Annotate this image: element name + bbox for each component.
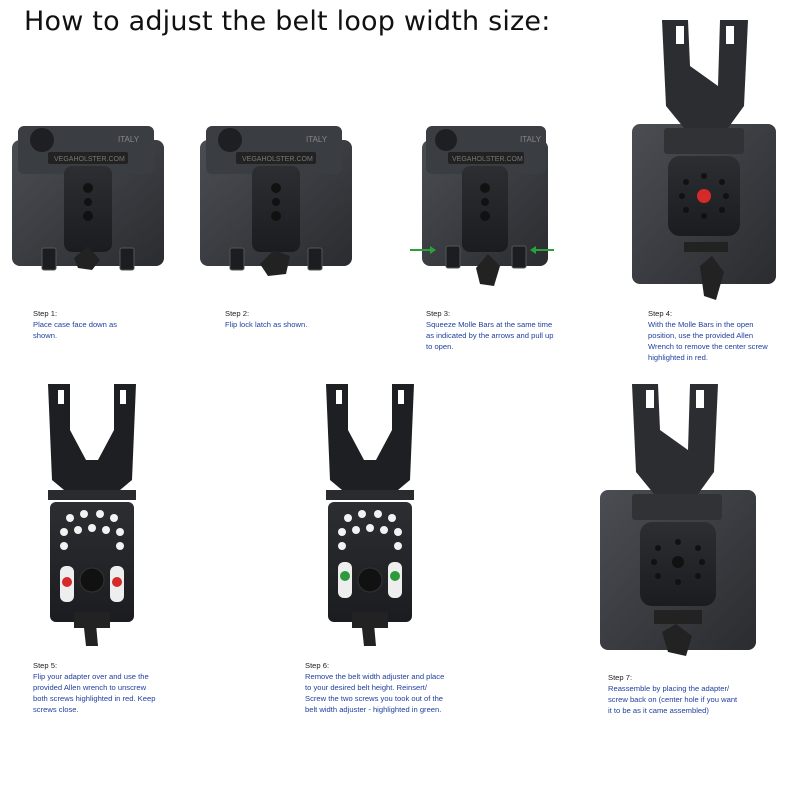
photo-step-1: ITALY VEGAHOLSTER.COM — [12, 126, 164, 271]
step-label: Step 4: — [648, 309, 673, 318]
step-2: Step 2: Flip lock latch as shown. — [225, 308, 345, 330]
step-description: Place case face down as shown. — [33, 320, 118, 340]
photo-step-3: ITALY VEGAHOLSTER.COM — [410, 126, 554, 286]
highlight-center-screw — [697, 189, 711, 203]
arrow-right-icon — [410, 246, 436, 254]
step-description: Squeeze Molle Bars at the same time as i… — [426, 320, 554, 351]
origin-stamp: ITALY — [306, 135, 328, 144]
highlight-right-screw-green — [390, 571, 400, 581]
step-description: Flip lock latch as shown. — [225, 320, 308, 329]
step-description: With the Molle Bars in the open position… — [648, 320, 768, 362]
brand-stamp: VEGAHOLSTER.COM — [54, 156, 125, 163]
photo-step-7 — [600, 384, 756, 656]
page-title: How to adjust the belt loop width size: — [24, 6, 551, 37]
step-label: Step 6: — [305, 661, 330, 670]
highlight-right-screw — [112, 577, 122, 587]
step-description: Flip your adapter over and use the provi… — [33, 672, 156, 714]
step-7: Step 7: Reassemble by placing the adapte… — [608, 672, 740, 716]
step-label: Step 1: — [33, 309, 58, 318]
step-label: Step 2: — [225, 309, 250, 318]
step-label: Step 7: — [608, 673, 633, 682]
step-description: Reassemble by placing the adapter/ screw… — [608, 684, 738, 715]
photo-step-2: ITALY VEGAHOLSTER.COM — [200, 126, 352, 276]
brand-stamp: VEGAHOLSTER.COM — [242, 156, 313, 163]
photo-step-4 — [632, 20, 776, 300]
highlight-left-screw-green — [340, 571, 350, 581]
brand-stamp: VEGAHOLSTER.COM — [452, 156, 523, 163]
photo-step-6 — [326, 384, 414, 646]
origin-stamp: ITALY — [118, 135, 140, 144]
step-4: Step 4: With the Molle Bars in the open … — [648, 308, 776, 363]
origin-stamp: ITALY — [520, 135, 542, 144]
step-6: Step 6: Remove the belt width adjuster a… — [305, 660, 447, 715]
step-3: Step 3: Squeeze Molle Bars at the same t… — [426, 308, 558, 352]
photo-step-5 — [48, 384, 136, 646]
step-5: Step 5: Flip your adapter over and use t… — [33, 660, 161, 715]
step-description: Remove the belt width adjuster and place… — [305, 672, 445, 714]
step-1: Step 1: Place case face down as shown. — [33, 308, 143, 341]
highlight-left-screw — [62, 577, 72, 587]
arrow-left-icon — [530, 246, 554, 254]
step-label: Step 3: — [426, 309, 451, 318]
step-label: Step 5: — [33, 661, 58, 670]
